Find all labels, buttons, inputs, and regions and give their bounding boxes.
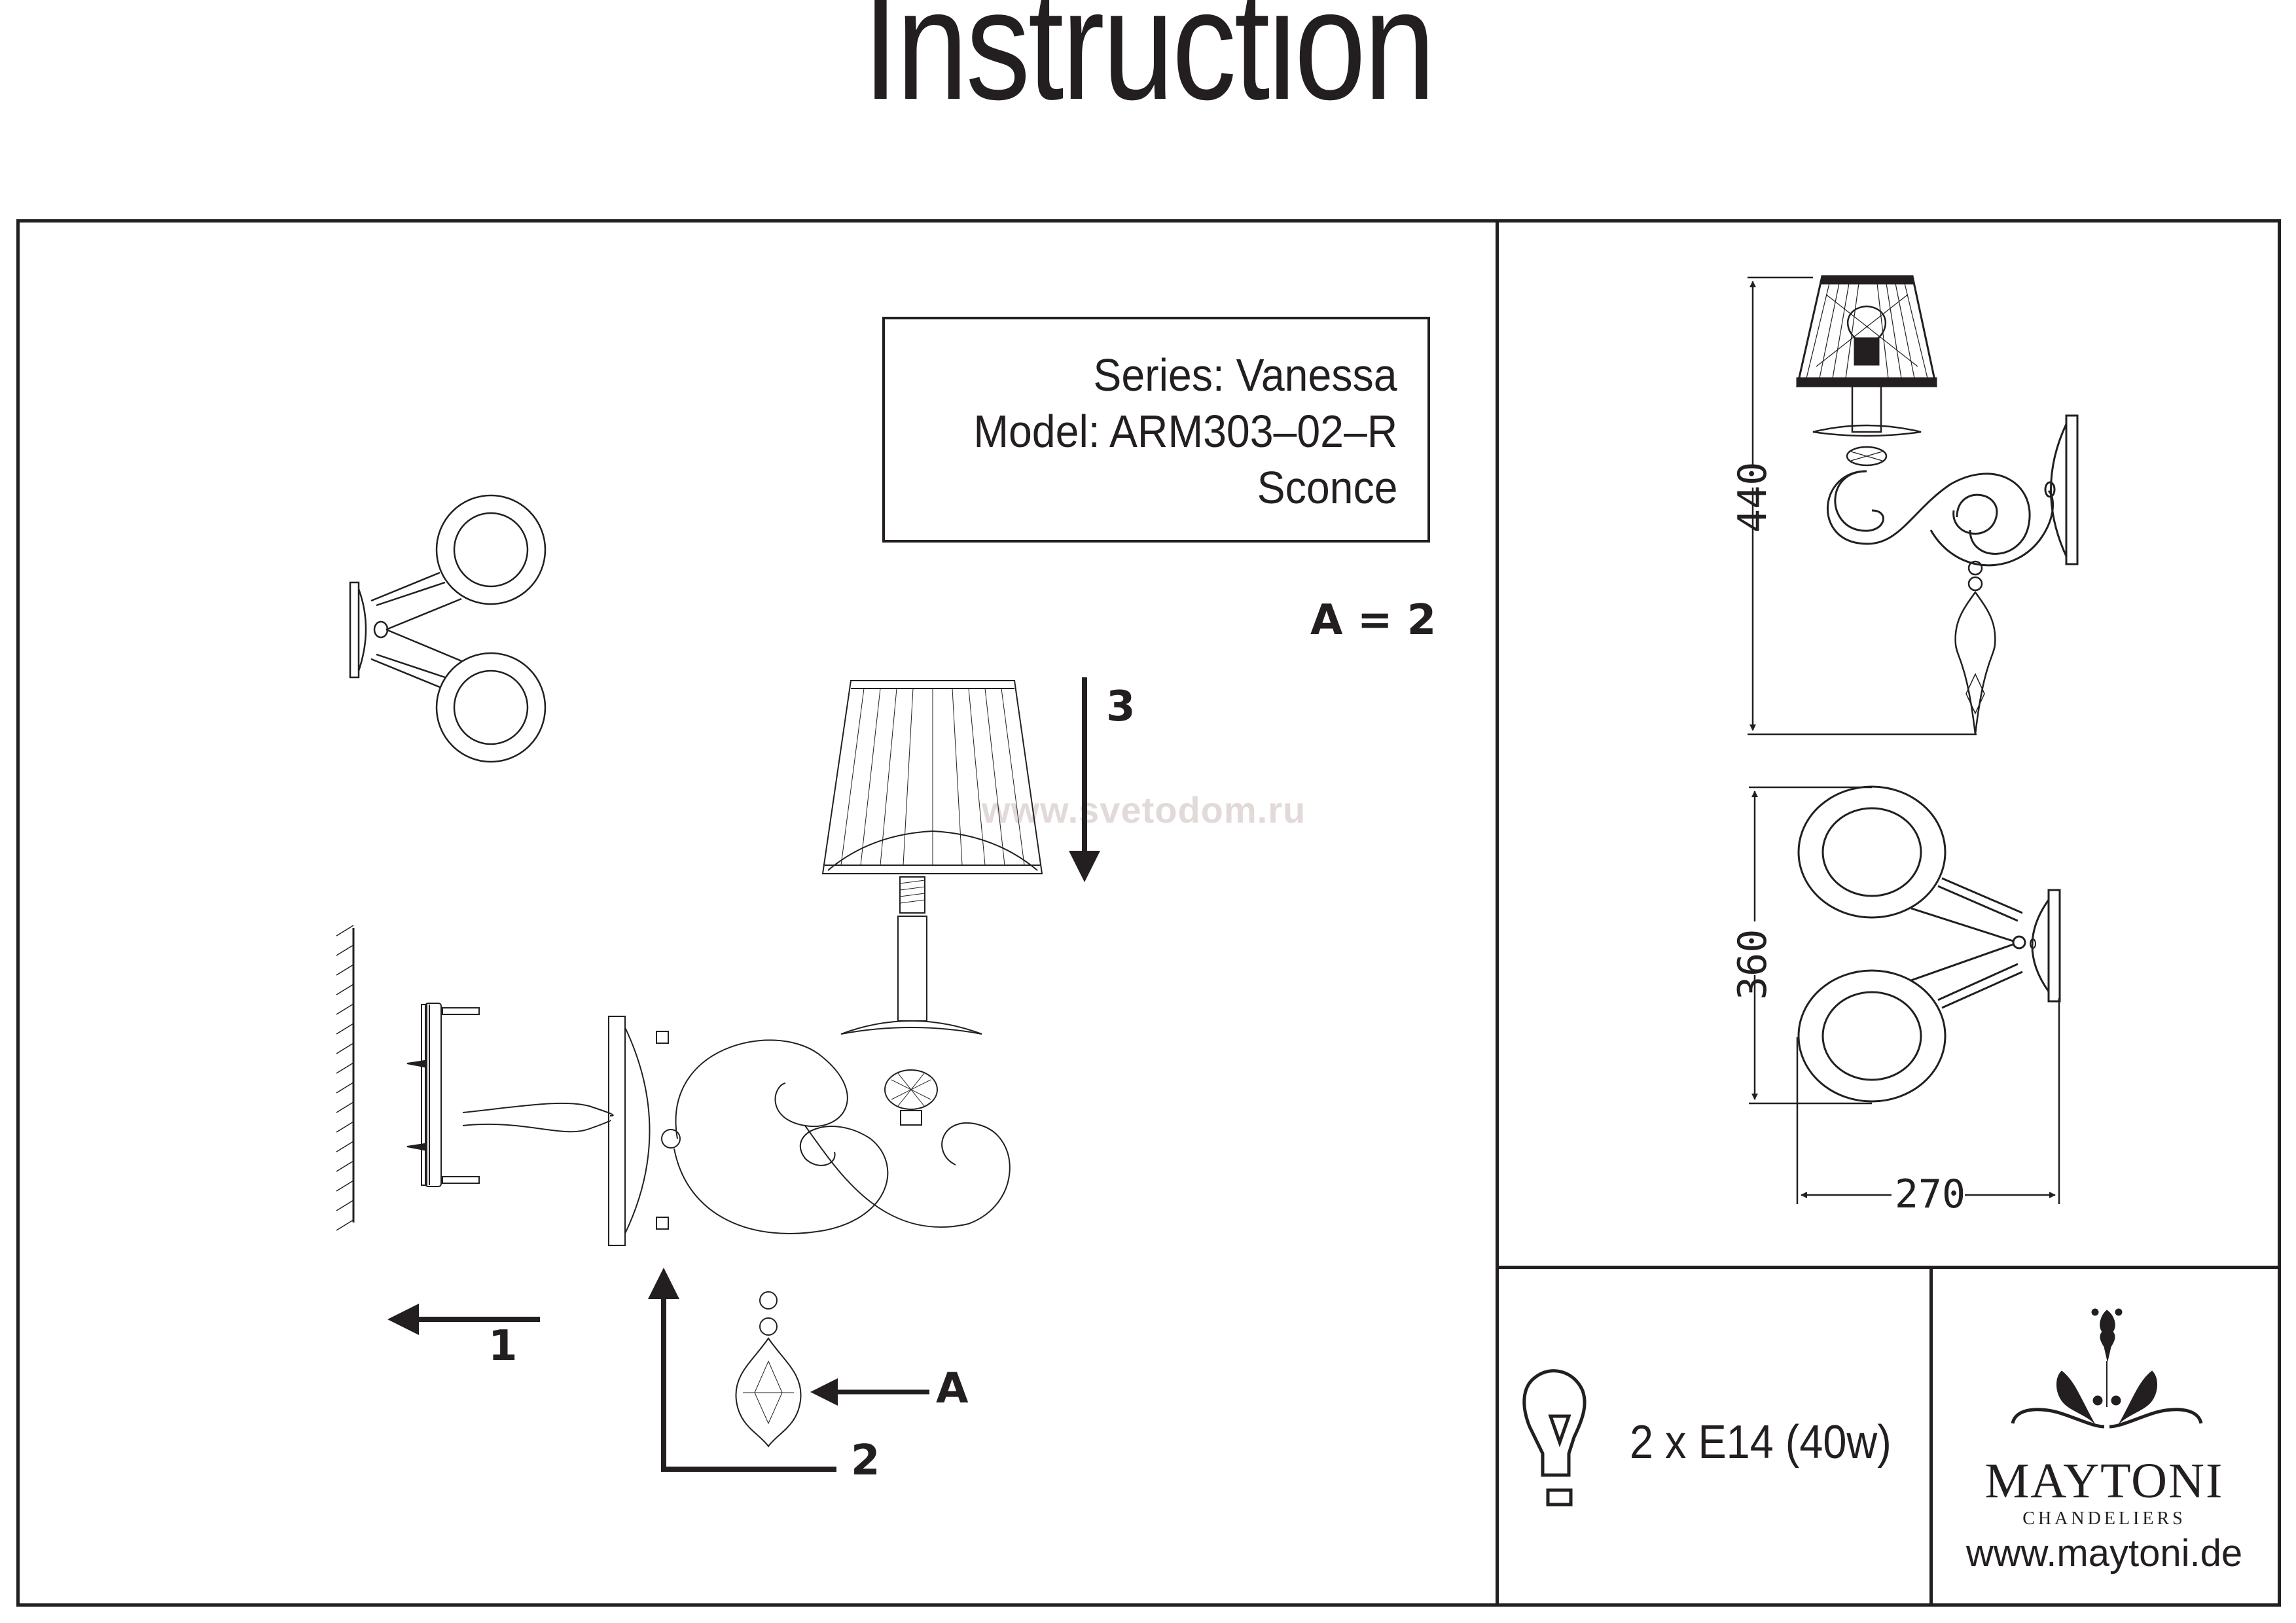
product-type-label: Sconce — [1257, 462, 1397, 513]
divider-horizontal-right — [1496, 1266, 2278, 1269]
divider-vertical-main — [1496, 221, 1499, 1603]
top-view-drawing — [349, 494, 547, 763]
top-view-dimensioned-drawing — [1749, 785, 2061, 1204]
side-view-drawing — [1748, 275, 2079, 736]
page-title: Instruction — [863, 0, 1435, 132]
dimension-width-label: 270 — [1894, 1171, 1966, 1217]
brand-name: MAYTONI — [1984, 1454, 2224, 1508]
part-label-a: A — [936, 1364, 969, 1413]
ornament-logo-icon — [2011, 1308, 2203, 1429]
arrow-step-2 — [648, 1268, 836, 1472]
step-label-3: 3 — [1106, 683, 1136, 731]
brand-subtitle: CHANDELIERS — [2022, 1508, 2186, 1529]
series-label: Series: Vanessa — [1093, 349, 1397, 401]
divider-vertical-footer — [1929, 1266, 1933, 1603]
model-label: Model: ARM303–02–R — [973, 406, 1397, 457]
product-info-box: Series: Vanessa Model: ARM303–02–R Sconc… — [882, 317, 1430, 543]
assembly-drawing — [336, 680, 1043, 1448]
watermark: www.svetodom.ru — [982, 789, 1306, 830]
step-label-2: 2 — [851, 1436, 880, 1485]
step-label-1: 1 — [488, 1322, 518, 1370]
document-frame — [16, 219, 2281, 1607]
lamp-spec-text: 2 x E14 (40w) — [1630, 1416, 1892, 1469]
parts-quantity-note: A = 2 — [1310, 596, 1437, 645]
wall-hatching — [336, 925, 354, 1231]
light-bulb-icon — [1522, 1369, 1587, 1507]
brand-url: www.maytoni.de — [1965, 1532, 2243, 1575]
assembly-arrows — [387, 677, 1100, 1472]
